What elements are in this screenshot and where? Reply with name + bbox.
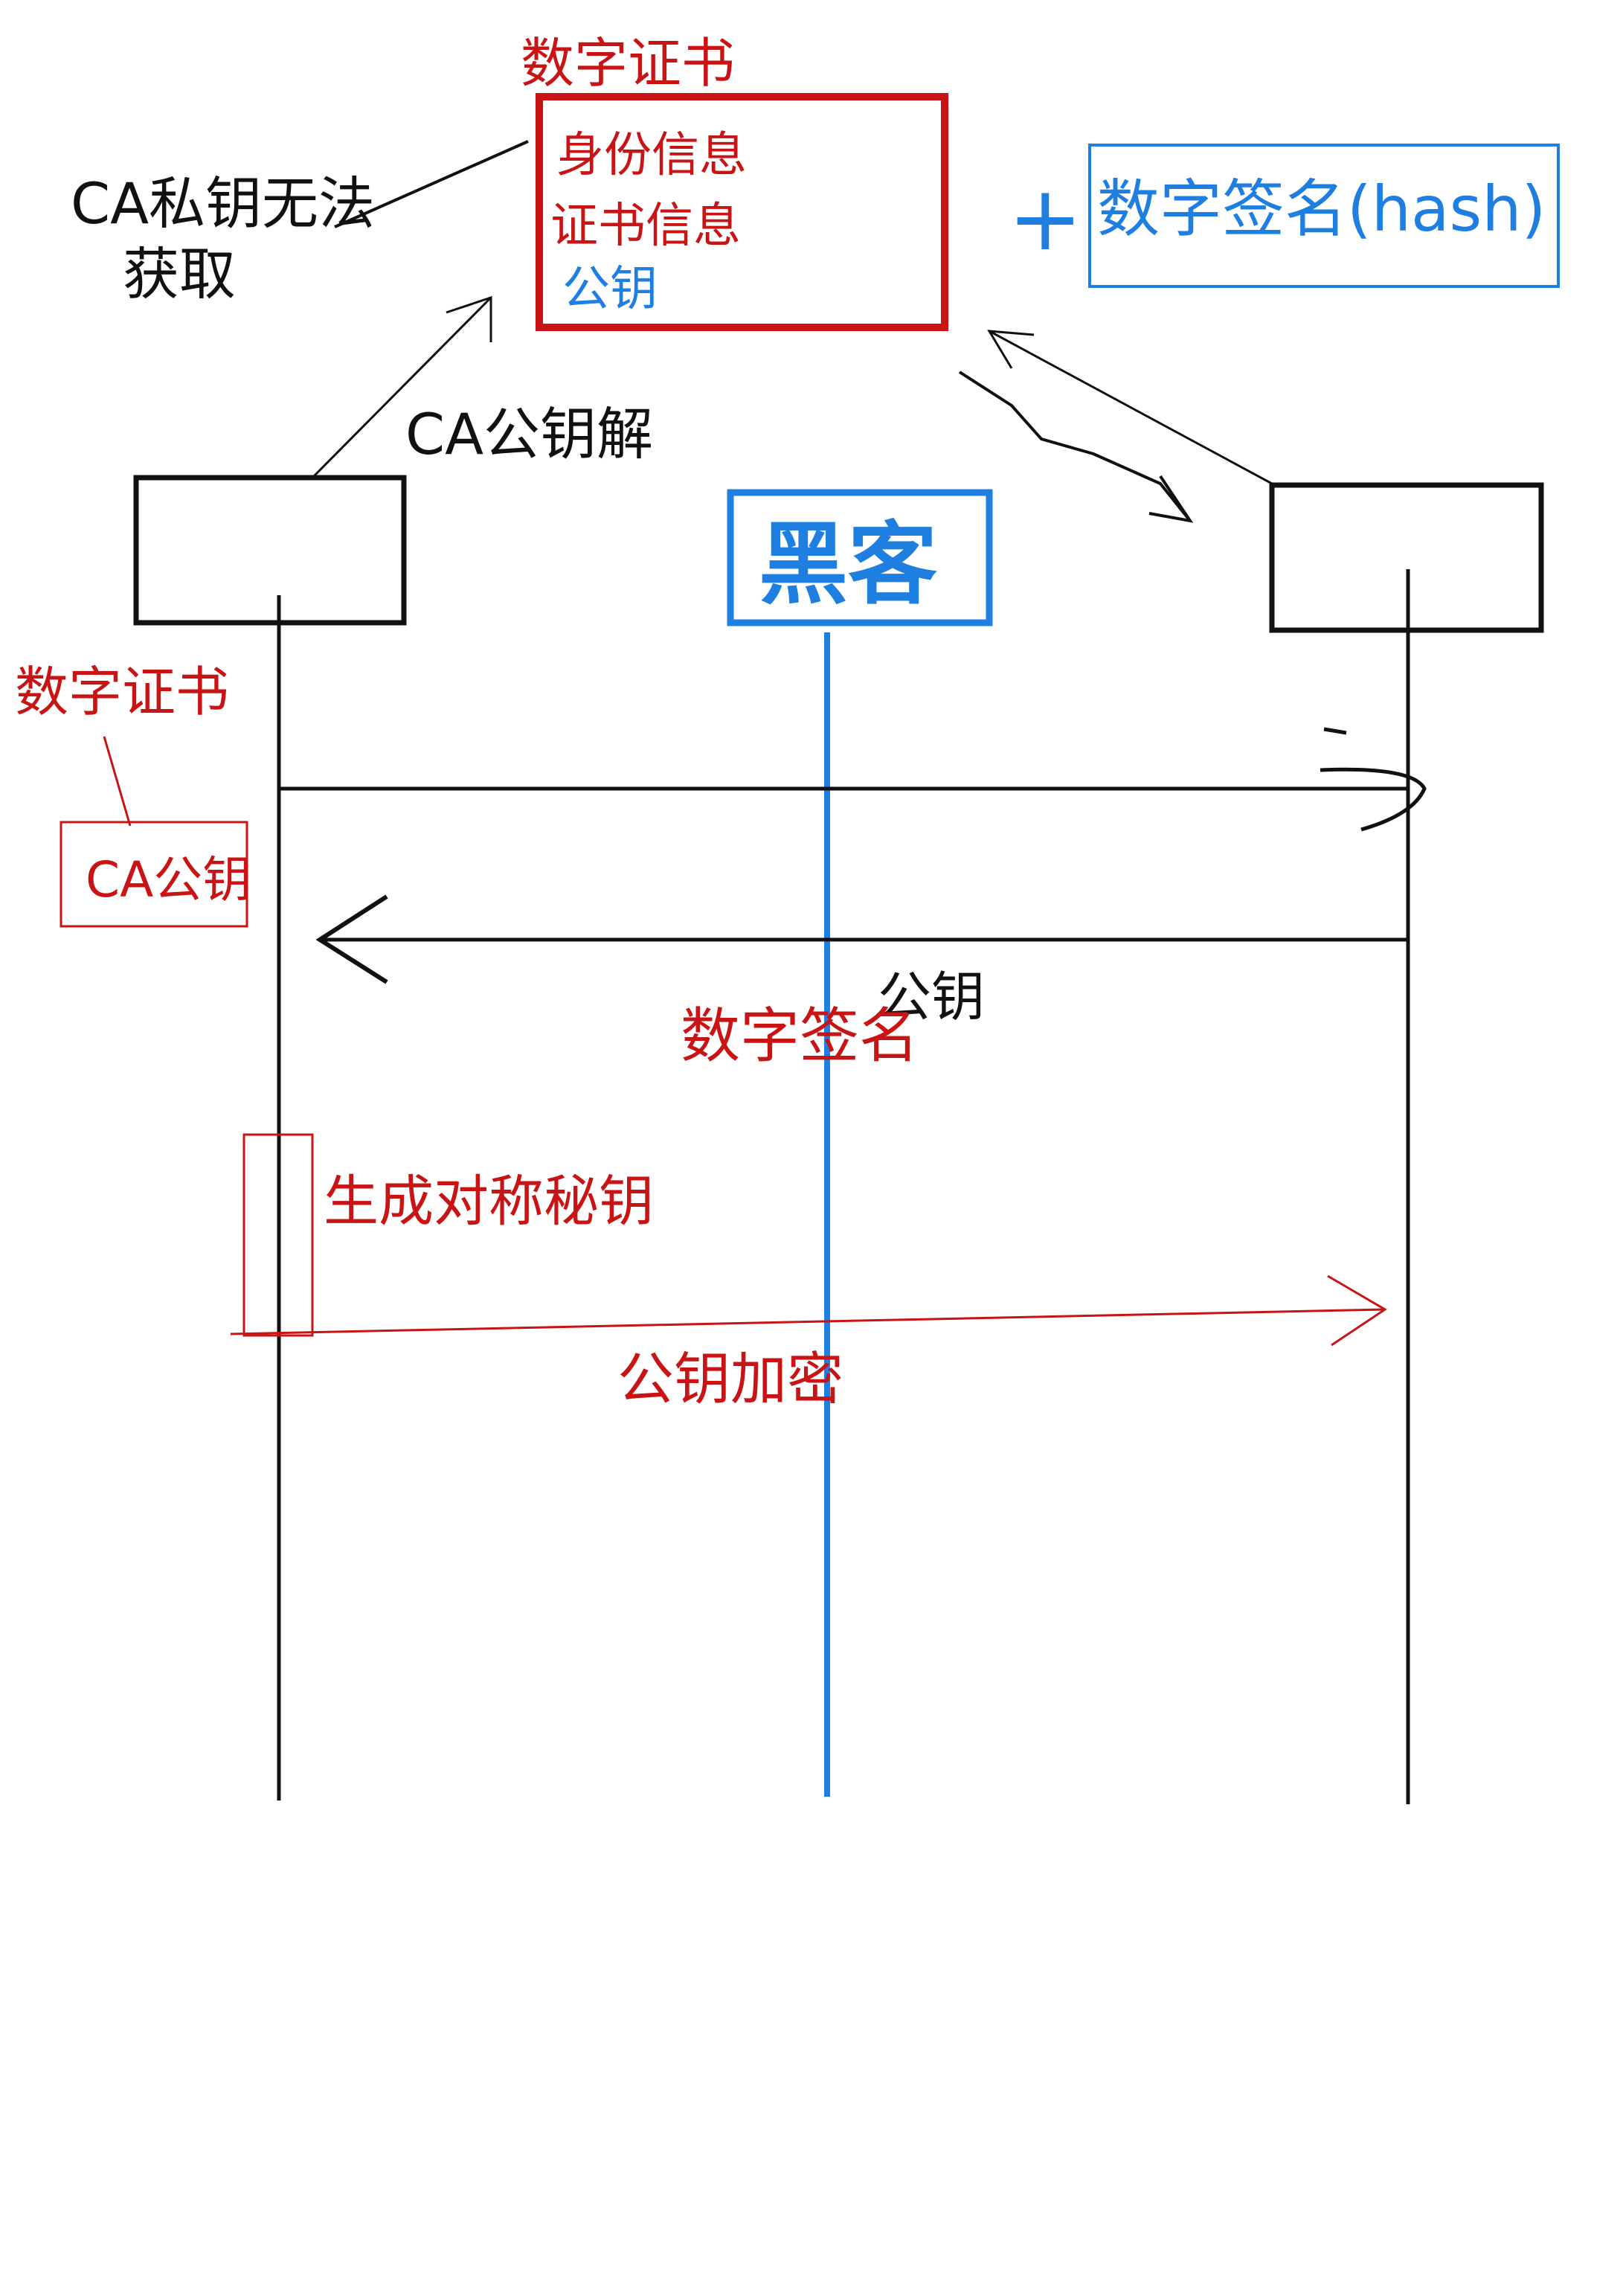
certificate-to-server-wavy-arrow-head	[1148, 475, 1194, 523]
signature-to-certificate-arrow-head	[987, 330, 1035, 369]
signature-box	[1088, 144, 1560, 288]
encrypted-key-arrow-line	[230, 1308, 1386, 1335]
encrypted-key-arrow-head	[1327, 1274, 1387, 1347]
signature-plus-sign: +	[1008, 167, 1083, 271]
response-signature-label: 数字签名	[681, 1001, 919, 1071]
ca-private-key-pointer-line	[334, 140, 529, 228]
client-box	[133, 475, 407, 626]
client-activation-box	[242, 1133, 314, 1337]
client-certificate-label: 数字证书	[15, 661, 229, 723]
response-public-key-label: 公钥	[878, 966, 985, 1028]
hacker-label: 黑客	[759, 513, 937, 617]
client-ca-public-key-label: CA公钥	[86, 851, 251, 908]
symmetric-key-label: 生成对称秘钥	[324, 1170, 654, 1234]
ca-public-decrypt-arrow-head	[446, 295, 492, 342]
response-arrow-head	[315, 894, 388, 984]
certificate-title: 数字证书	[521, 32, 735, 94]
hacker-box	[727, 489, 993, 626]
public-encrypt-label: 公钥加密	[617, 1346, 843, 1412]
ca-public-decrypt-label: CA公钥解	[405, 401, 653, 467]
certificate-box	[536, 93, 948, 331]
certificate-to-server-wavy-arrow	[958, 371, 1192, 522]
client-ca-public-key-box	[60, 821, 248, 928]
certificate-public-key: 公钥	[562, 262, 658, 317]
signature-box-label: 数字签名(hash)	[1097, 173, 1546, 246]
certificate-identity-info: 身份信息	[556, 128, 747, 183]
ca-private-key-note-line2: 获取	[123, 241, 236, 307]
client-certificate-pointer-line	[103, 736, 132, 827]
request-arrow-head	[1320, 727, 1427, 832]
ca-public-decrypt-arrow-line	[311, 296, 492, 479]
certificate-cert-info: 证书信息	[550, 199, 741, 254]
signature-to-certificate-arrow-line	[989, 330, 1273, 485]
ca-private-key-note-line1: CA私钥无法	[71, 170, 375, 237]
